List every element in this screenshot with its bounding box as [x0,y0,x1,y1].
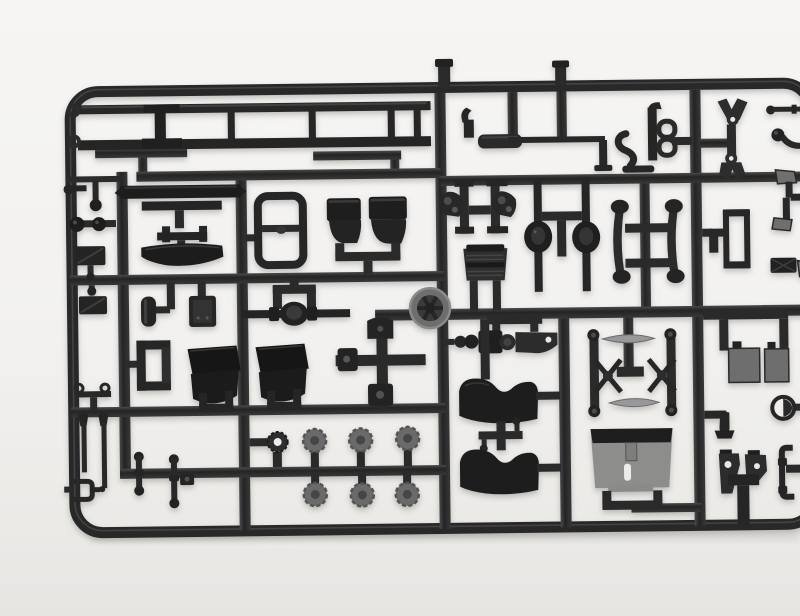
model-kit-sprue-photo [40,16,800,616]
leaf-spring-b [625,199,685,284]
suspension-bogie-assembly [587,328,677,417]
c-link-bracket [778,447,800,496]
wheel-2 [349,428,372,467]
runner [116,172,131,476]
engine-mount-sprue [335,317,426,410]
battery-box [189,282,217,327]
wheel-4 [304,473,327,506]
fan-wheel [410,288,450,328]
seat-frame-bracket [126,340,171,391]
mudflap-a [728,341,759,382]
license-plate-b [79,285,107,314]
wheel-5 [351,473,374,507]
wheel-3 [396,427,419,467]
torsion-rod-b [98,412,109,488]
runner [558,309,572,527]
saddle-part-b [459,417,561,495]
shackle-fork-lower [719,124,746,180]
chassis-ladder-frame [69,101,432,150]
roof-panel [115,184,248,229]
leaf-spring-a [611,200,631,284]
exhaust-stack [648,102,693,161]
fender-left [327,198,362,243]
runner [639,179,651,309]
drive-axle-a [523,178,552,292]
cab-mount-a-frame [719,449,768,526]
sprue-parts [59,54,800,533]
exhaust-elbow [704,410,734,438]
runner [313,150,401,160]
horn-ring [772,396,800,418]
windshield-frame [245,196,304,266]
sprue [59,54,800,533]
rear-axle [242,279,351,326]
sprue-canvas [40,16,800,616]
runner [136,168,440,182]
runner [556,91,567,137]
shift-lever [771,128,800,149]
runner [120,465,446,479]
runner [507,92,518,138]
shackle-fork-upper [717,98,747,125]
front-bumper [141,243,223,266]
axle-rod-b [169,454,180,508]
mudflap-bracket [703,309,788,351]
radiator [463,244,508,311]
sprue-tree [59,54,800,533]
seat-b [255,344,309,411]
driveshaft-gearbox [442,315,557,355]
headlight-pair [69,216,116,232]
pull-rod [766,105,800,115]
cab-rear-panel [591,428,674,510]
exhaust-pipe-long [461,106,612,173]
mushroom-pin [89,180,101,211]
runner [700,138,728,147]
seat-a [187,345,241,412]
axle-rod-a [134,452,145,496]
wheel-1 [303,429,326,468]
spare-rim-ring [250,432,288,467]
air-tank [141,282,176,326]
frame-rail-section [702,209,751,269]
license-plate-c [770,258,796,273]
axle-lug [180,474,194,485]
wheel-6 [396,472,419,506]
